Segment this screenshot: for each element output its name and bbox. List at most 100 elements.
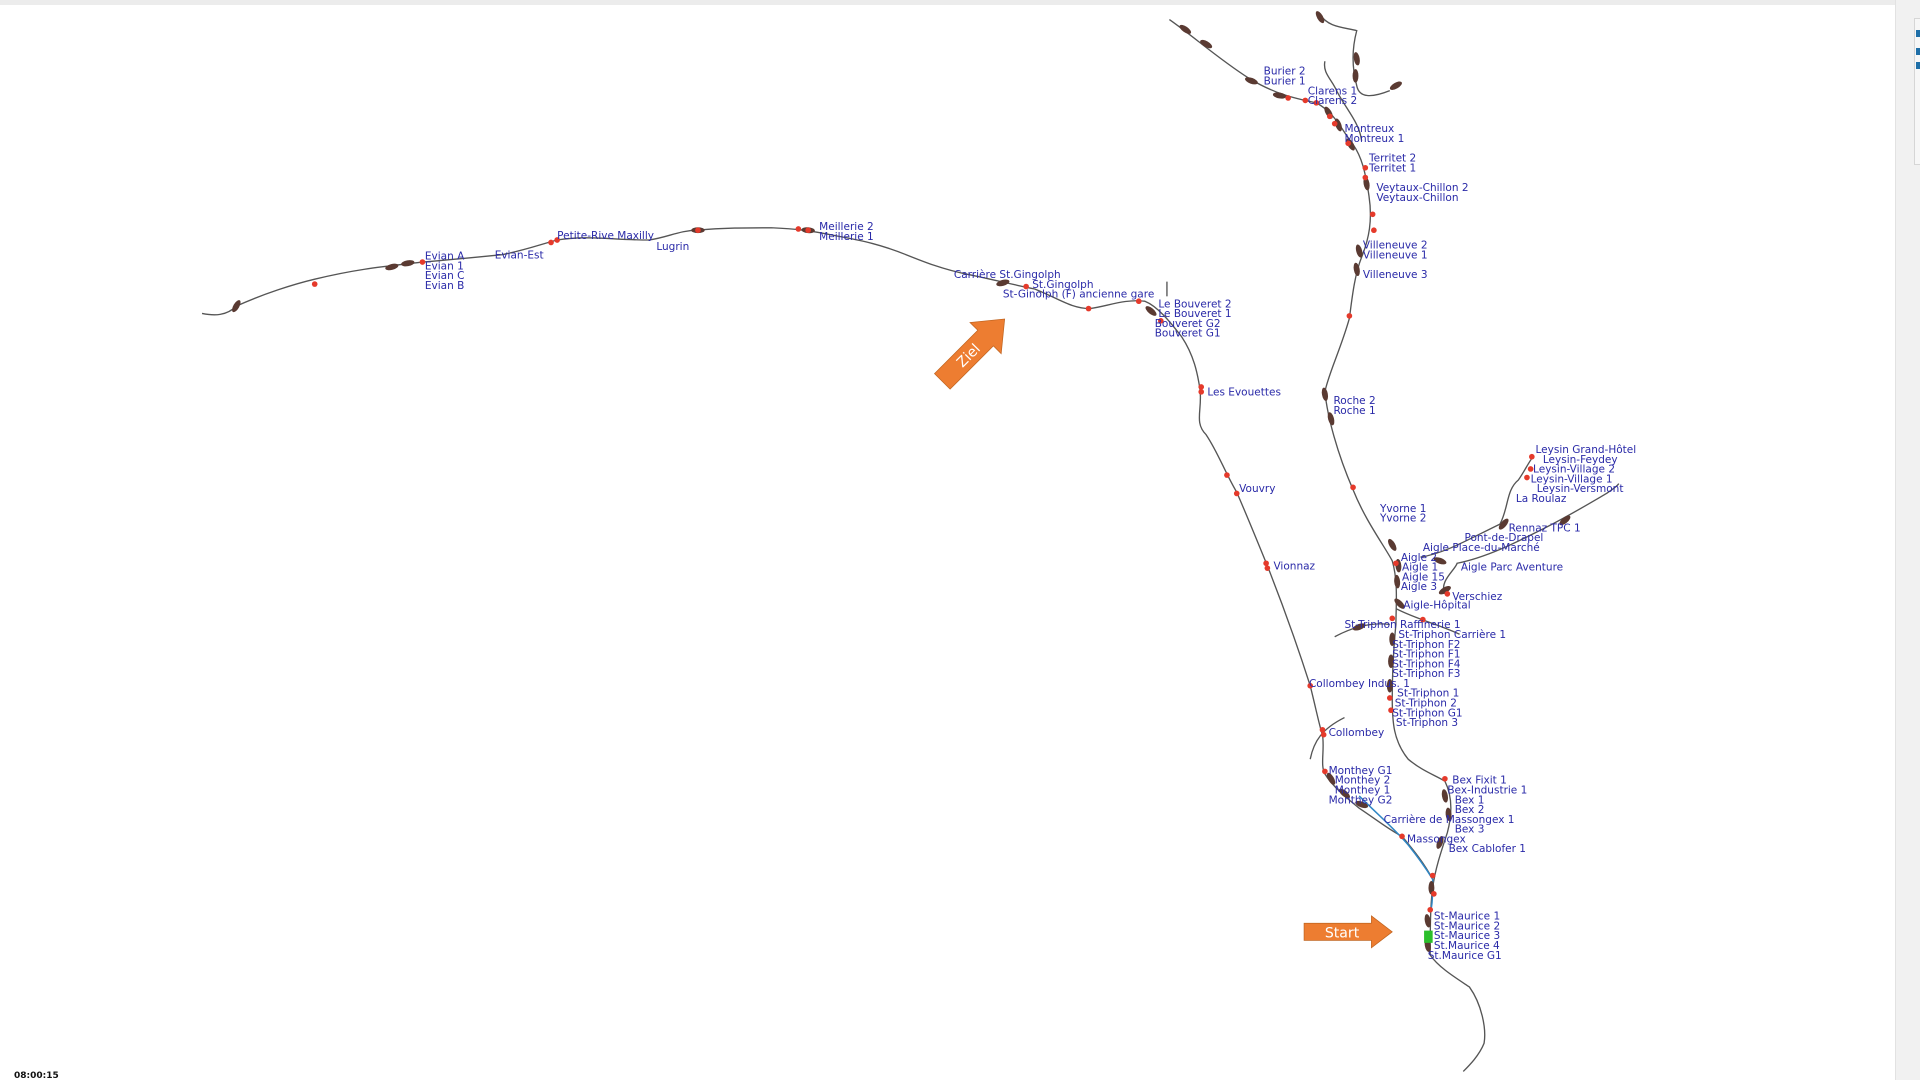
station-marker[interactable] (795, 226, 802, 232)
train[interactable] (1178, 23, 1192, 36)
train[interactable] (1321, 387, 1329, 401)
train[interactable] (996, 278, 1011, 287)
station-marker[interactable] (1431, 891, 1437, 897)
station-label[interactable]: Bouveret G2 (1155, 318, 1221, 330)
station-marker[interactable] (695, 227, 701, 234)
train[interactable] (1389, 632, 1396, 646)
station-label[interactable]: Evian B (425, 280, 464, 292)
station-marker[interactable] (1427, 906, 1434, 913)
station-label[interactable]: Evian C (425, 270, 465, 282)
station-label[interactable]: Monthey G2 (1329, 794, 1393, 806)
train[interactable] (1435, 835, 1445, 850)
station-label[interactable]: Leysin-Versmont (1537, 483, 1624, 495)
station-label[interactable]: St-Triphon F1 (1392, 649, 1460, 661)
station-label[interactable]: St.Maurice 4 (1434, 940, 1500, 952)
train[interactable] (1355, 244, 1364, 259)
train[interactable] (1424, 914, 1432, 928)
station-label[interactable]: Carrière St.Gingolph (954, 269, 1061, 281)
train[interactable] (1144, 304, 1158, 317)
station-label[interactable]: Evian-Est (495, 249, 544, 261)
station-marker[interactable] (805, 227, 811, 234)
station-marker[interactable] (1302, 97, 1309, 104)
station-marker[interactable] (1444, 591, 1451, 597)
station-marker[interactable] (1420, 616, 1426, 623)
station-marker[interactable] (1371, 227, 1377, 234)
train[interactable] (1438, 584, 1453, 596)
station-label[interactable]: St-Triphon 3 (1396, 717, 1458, 729)
station-label[interactable]: La Roulaz (1516, 493, 1567, 505)
station-label[interactable]: Petite-Rive Maxilly (557, 230, 654, 242)
station-label[interactable]: Vouvry (1239, 483, 1275, 495)
station-label[interactable]: Roche 1 (1333, 405, 1375, 417)
station-label[interactable]: St-Triphon F4 (1392, 658, 1461, 670)
station-label[interactable]: Les Evouettes (1207, 387, 1281, 399)
station-label[interactable]: Leysin-Village 2 (1533, 464, 1615, 476)
station-marker[interactable] (1319, 726, 1326, 733)
selected-train-marker[interactable] (1424, 930, 1433, 943)
station-label[interactable]: Roche 2 (1333, 395, 1375, 407)
station-marker[interactable] (1264, 565, 1271, 571)
station-label[interactable]: Bex 2 (1455, 804, 1485, 816)
station-marker[interactable] (548, 239, 554, 246)
station-marker[interactable] (1442, 775, 1448, 782)
station-marker[interactable] (1285, 95, 1291, 101)
train[interactable] (1445, 807, 1452, 821)
station-label[interactable]: Monthey 1 (1335, 784, 1391, 796)
station-marker[interactable] (419, 259, 426, 265)
station-label[interactable]: St-Triphon G1 (1392, 707, 1462, 719)
station-label[interactable]: Collombey Indus. 1 (1309, 678, 1410, 690)
station-label[interactable]: St-Triphon F2 (1392, 639, 1460, 651)
station-label[interactable]: St-Maurice 2 (1434, 920, 1500, 932)
train[interactable] (1558, 514, 1572, 527)
station-marker[interactable] (1158, 318, 1164, 324)
station-marker[interactable] (311, 281, 318, 287)
train[interactable] (1433, 556, 1448, 566)
train[interactable] (1497, 517, 1510, 531)
station-label[interactable]: Monthey G1 (1329, 765, 1393, 777)
station-label[interactable]: Territet 1 (1368, 162, 1416, 174)
station-label[interactable]: Bex-Industrie 1 (1447, 784, 1527, 796)
station-marker[interactable] (1362, 174, 1369, 181)
station-marker[interactable] (1362, 164, 1369, 171)
station-label[interactable]: Carrière de Massongex 1 (1384, 814, 1515, 826)
station-label[interactable]: Montreux 1 (1344, 133, 1404, 145)
station-label[interactable]: Monthey 2 (1335, 775, 1391, 787)
side-panel[interactable] (1895, 0, 1920, 1080)
station-label[interactable]: Leysin Grand-Hôtel (1536, 444, 1637, 456)
train[interactable] (1428, 881, 1435, 895)
station-label[interactable]: Evian A (425, 251, 465, 263)
train[interactable] (385, 262, 400, 271)
station-label[interactable]: Aigle Parc Aventure (1461, 562, 1563, 574)
station-label[interactable]: St-Ginolph (F) ancienne gare (1003, 289, 1154, 301)
station-label[interactable]: St-Triphon Carrière 1 (1398, 629, 1506, 641)
station-marker[interactable] (1429, 872, 1436, 879)
station-marker[interactable] (1331, 120, 1338, 127)
station-label[interactable]: Villeneuve 3 (1363, 269, 1428, 281)
station-label[interactable]: Burier 2 (1264, 66, 1306, 78)
train[interactable] (1199, 38, 1214, 50)
station-label[interactable]: St-Maurice 3 (1434, 930, 1500, 942)
station-label[interactable]: Clarens 1 (1308, 85, 1357, 97)
train[interactable] (1389, 80, 1404, 92)
station-label[interactable]: Meillerie 2 (819, 221, 874, 233)
station-marker[interactable] (1322, 768, 1328, 775)
station-marker[interactable] (1224, 472, 1230, 478)
station-label[interactable]: St-Triphon 2 (1395, 698, 1457, 710)
train[interactable] (1386, 538, 1398, 553)
station-label[interactable]: Verschiez (1452, 591, 1502, 603)
station-label[interactable]: Aigle 1 (1402, 562, 1438, 574)
station-label[interactable]: Villeneuve 2 (1363, 240, 1428, 252)
station-label[interactable]: Bex 3 (1455, 824, 1485, 836)
station-label[interactable]: Bex 1 (1455, 794, 1485, 806)
station-marker[interactable] (1345, 140, 1351, 147)
station-label[interactable]: Veytaux-Chillon 2 (1376, 182, 1468, 194)
station-label[interactable]: Yvorne 2 (1379, 513, 1426, 525)
station-label[interactable]: Aigle Place-du-Marché (1423, 542, 1540, 554)
train[interactable] (1272, 91, 1287, 99)
station-marker[interactable] (1326, 113, 1333, 120)
station-marker[interactable] (1389, 615, 1396, 622)
train[interactable] (1393, 597, 1407, 611)
station-marker[interactable] (554, 237, 560, 243)
train[interactable] (1362, 177, 1370, 191)
station-marker[interactable] (1393, 560, 1399, 567)
